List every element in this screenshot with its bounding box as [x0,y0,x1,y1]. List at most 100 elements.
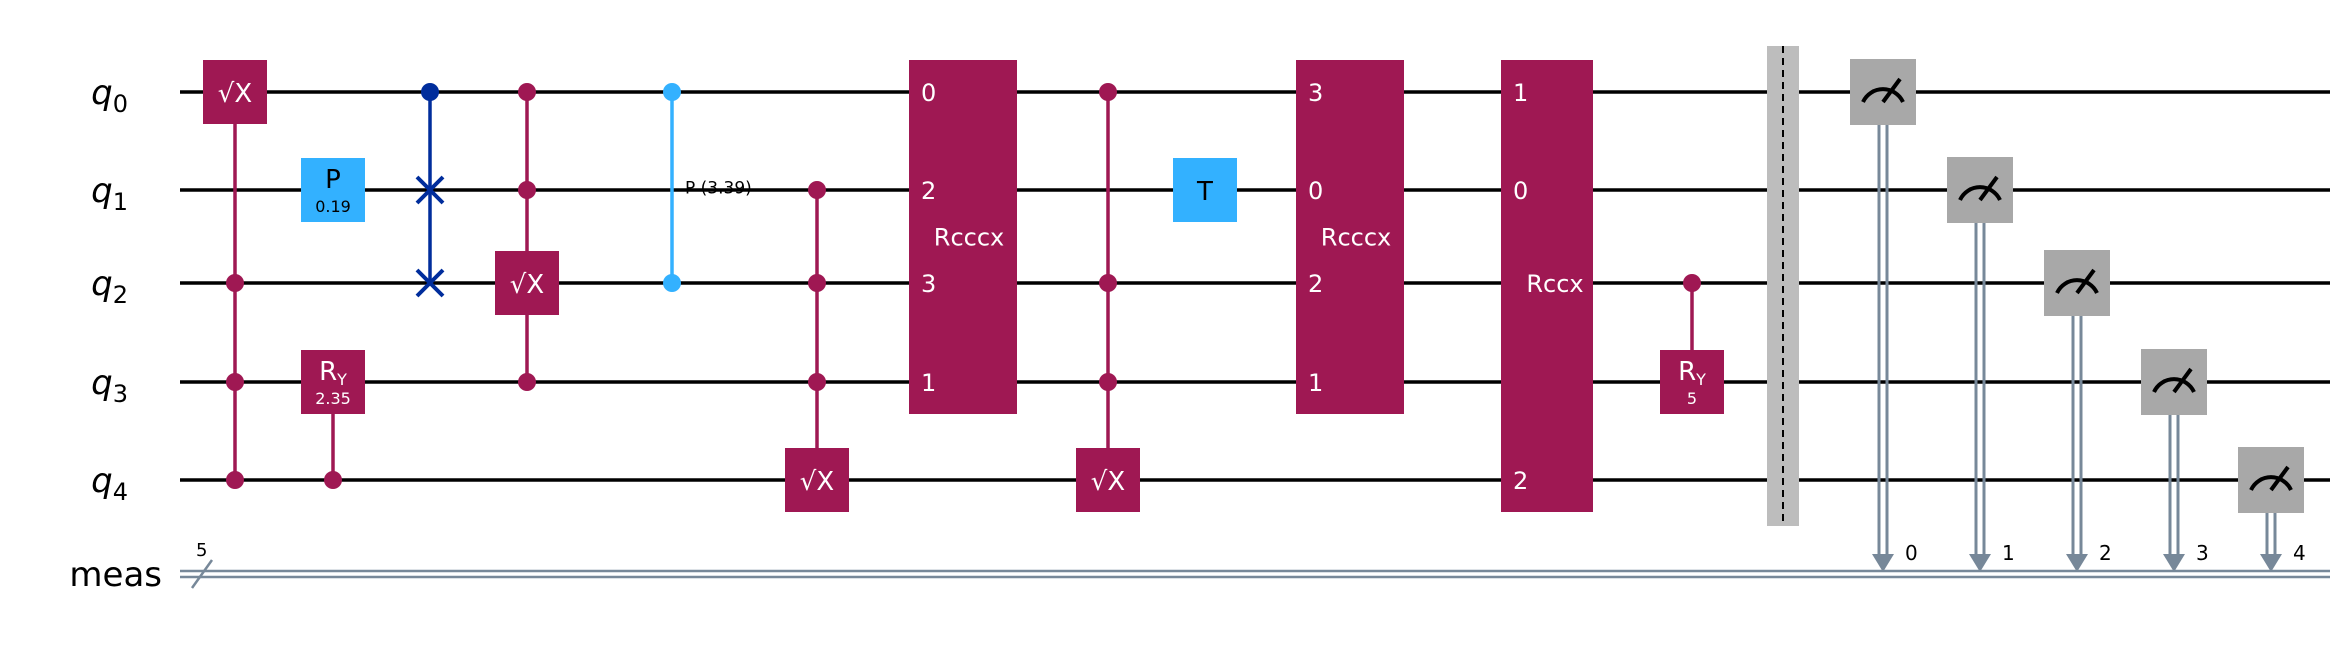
multi-gate-box [909,60,1017,414]
multi-gate-label: Rccx [1526,270,1583,298]
swap-cross-q1 [415,175,445,205]
gate-label: √X [218,79,252,109]
multi-gate-box [1296,60,1404,414]
measure-arrow [2163,554,2185,572]
sx-controlled-a-control-dot-q2 [226,274,244,292]
classical-bit-label: 4 [2293,541,2306,565]
t-gate-gate: T [1173,158,1237,222]
qubit-label-1: q1 [91,171,128,216]
gate-label: RY [1678,357,1706,389]
pin-label: 0 [1308,177,1323,205]
sx-controlled-d-control-dot-q0 [1099,83,1117,101]
pin-label: 0 [921,79,936,107]
pin-label: 2 [1513,467,1528,495]
measure-arrow [2260,554,2282,572]
meter-arc-icon [1958,185,2002,201]
sx-controlled-c-control-dot-q1 [808,181,826,199]
classical-register-size: 5 [196,540,207,561]
gate-box [301,158,365,222]
multi-gate-label: Rcccx [934,224,1004,252]
gate-label: P [325,165,341,195]
swap-control-dot [421,83,439,101]
qubit-label-4: q4 [91,461,128,506]
measure-arrow [2066,554,2088,572]
pin-label: 1 [1308,369,1323,397]
swap-cross-q2 [415,268,445,298]
meter-box [1947,157,2013,223]
meter-needle-icon [2172,367,2193,394]
sx-controlled-a-control-dot-q4 [226,471,244,489]
multi-gate-box [1501,60,1593,512]
sx-controlled-a-gate: √X [203,60,267,124]
qubit-label-2: q2 [91,264,128,309]
cphase-dot-q2 [663,274,681,292]
cry-5-gate: RY5 [1660,350,1724,414]
pin-label: 1 [1513,79,1528,107]
measure-q2: 2 [2044,250,2112,572]
gate-parameter: 2.35 [315,389,351,408]
classical-bit-label: 3 [2196,541,2209,565]
sx-controlled-c-control-dot-q2 [808,274,826,292]
cry-2.35-control-dot-q4 [324,471,342,489]
meter-arc-icon [2249,475,2293,491]
meter-arc-icon [2055,278,2099,294]
sx-controlled-b-control-dot-q0 [518,83,536,101]
sx-controlled-d-control-dot-q3 [1099,373,1117,391]
pin-label: 0 [1513,177,1528,205]
meter-needle-icon [1978,175,1999,202]
sx-controlled-c-control-dot-q3 [808,373,826,391]
gate-label: RY [319,357,347,389]
cry-2.35-gate: RY2.35 [301,350,365,414]
measure-q4: 4 [2238,447,2306,572]
multi-gate-label: Rcccx [1321,224,1391,252]
measure-q0: 0 [1850,59,1918,572]
meter-needle-icon [1881,77,1902,104]
pin-label: 2 [1308,270,1323,298]
classical-bit-label: 0 [1905,541,1918,565]
gate-box [203,60,267,124]
p-0.19-gate: P 0.19 [301,158,365,222]
sx-controlled-d-control-dot-q2 [1099,274,1117,292]
gate-box [495,251,559,315]
sx-controlled-c-gate: √X [785,448,849,512]
gate-label: √X [510,270,544,300]
gate-label: √X [800,467,834,497]
gate-box [301,350,365,414]
meter-box [2044,250,2110,316]
measure-q3: 3 [2141,349,2209,572]
gate-box [1076,448,1140,512]
sx-controlled-a-control-dot-q3 [226,373,244,391]
pin-label: 2 [921,177,936,205]
qubit-label-3: q3 [91,363,128,408]
meter-needle-icon [2269,465,2290,492]
gate-parameter: 0.19 [315,197,351,216]
meter-box [2238,447,2304,513]
measure-arrow [1969,554,1991,572]
measure-q1: 1 [1947,157,2015,572]
meter-arc-icon [1861,87,1905,103]
sx-controlled-d-gate: √X [1076,448,1140,512]
pin-label: 1 [921,369,936,397]
pin-label: 3 [921,270,936,298]
rccx-gate: 1 0 2 Rccx [1501,60,1593,512]
meter-needle-icon [2075,268,2096,295]
cry-5-control-dot-q2 [1683,274,1701,292]
qubit-label-0: q0 [91,73,128,118]
gate-box [1660,350,1724,414]
gate-box [785,448,849,512]
classical-bit-label: 1 [2002,541,2015,565]
gate-label: √X [1091,467,1125,497]
gate-parameter: 5 [1687,389,1697,408]
meter-arc-icon [2152,377,2196,393]
classical-bit-label: 2 [2099,541,2112,565]
cphase-dot-q0 [663,83,681,101]
sx-controlled-b-control-dot-q3 [518,373,536,391]
meter-box [1850,59,1916,125]
classical-register-label: meas [69,555,162,595]
sx-controlled-b-control-dot-q1 [518,181,536,199]
gate-label: T [1196,177,1213,207]
gate-box [1173,158,1237,222]
meter-box [2141,349,2207,415]
